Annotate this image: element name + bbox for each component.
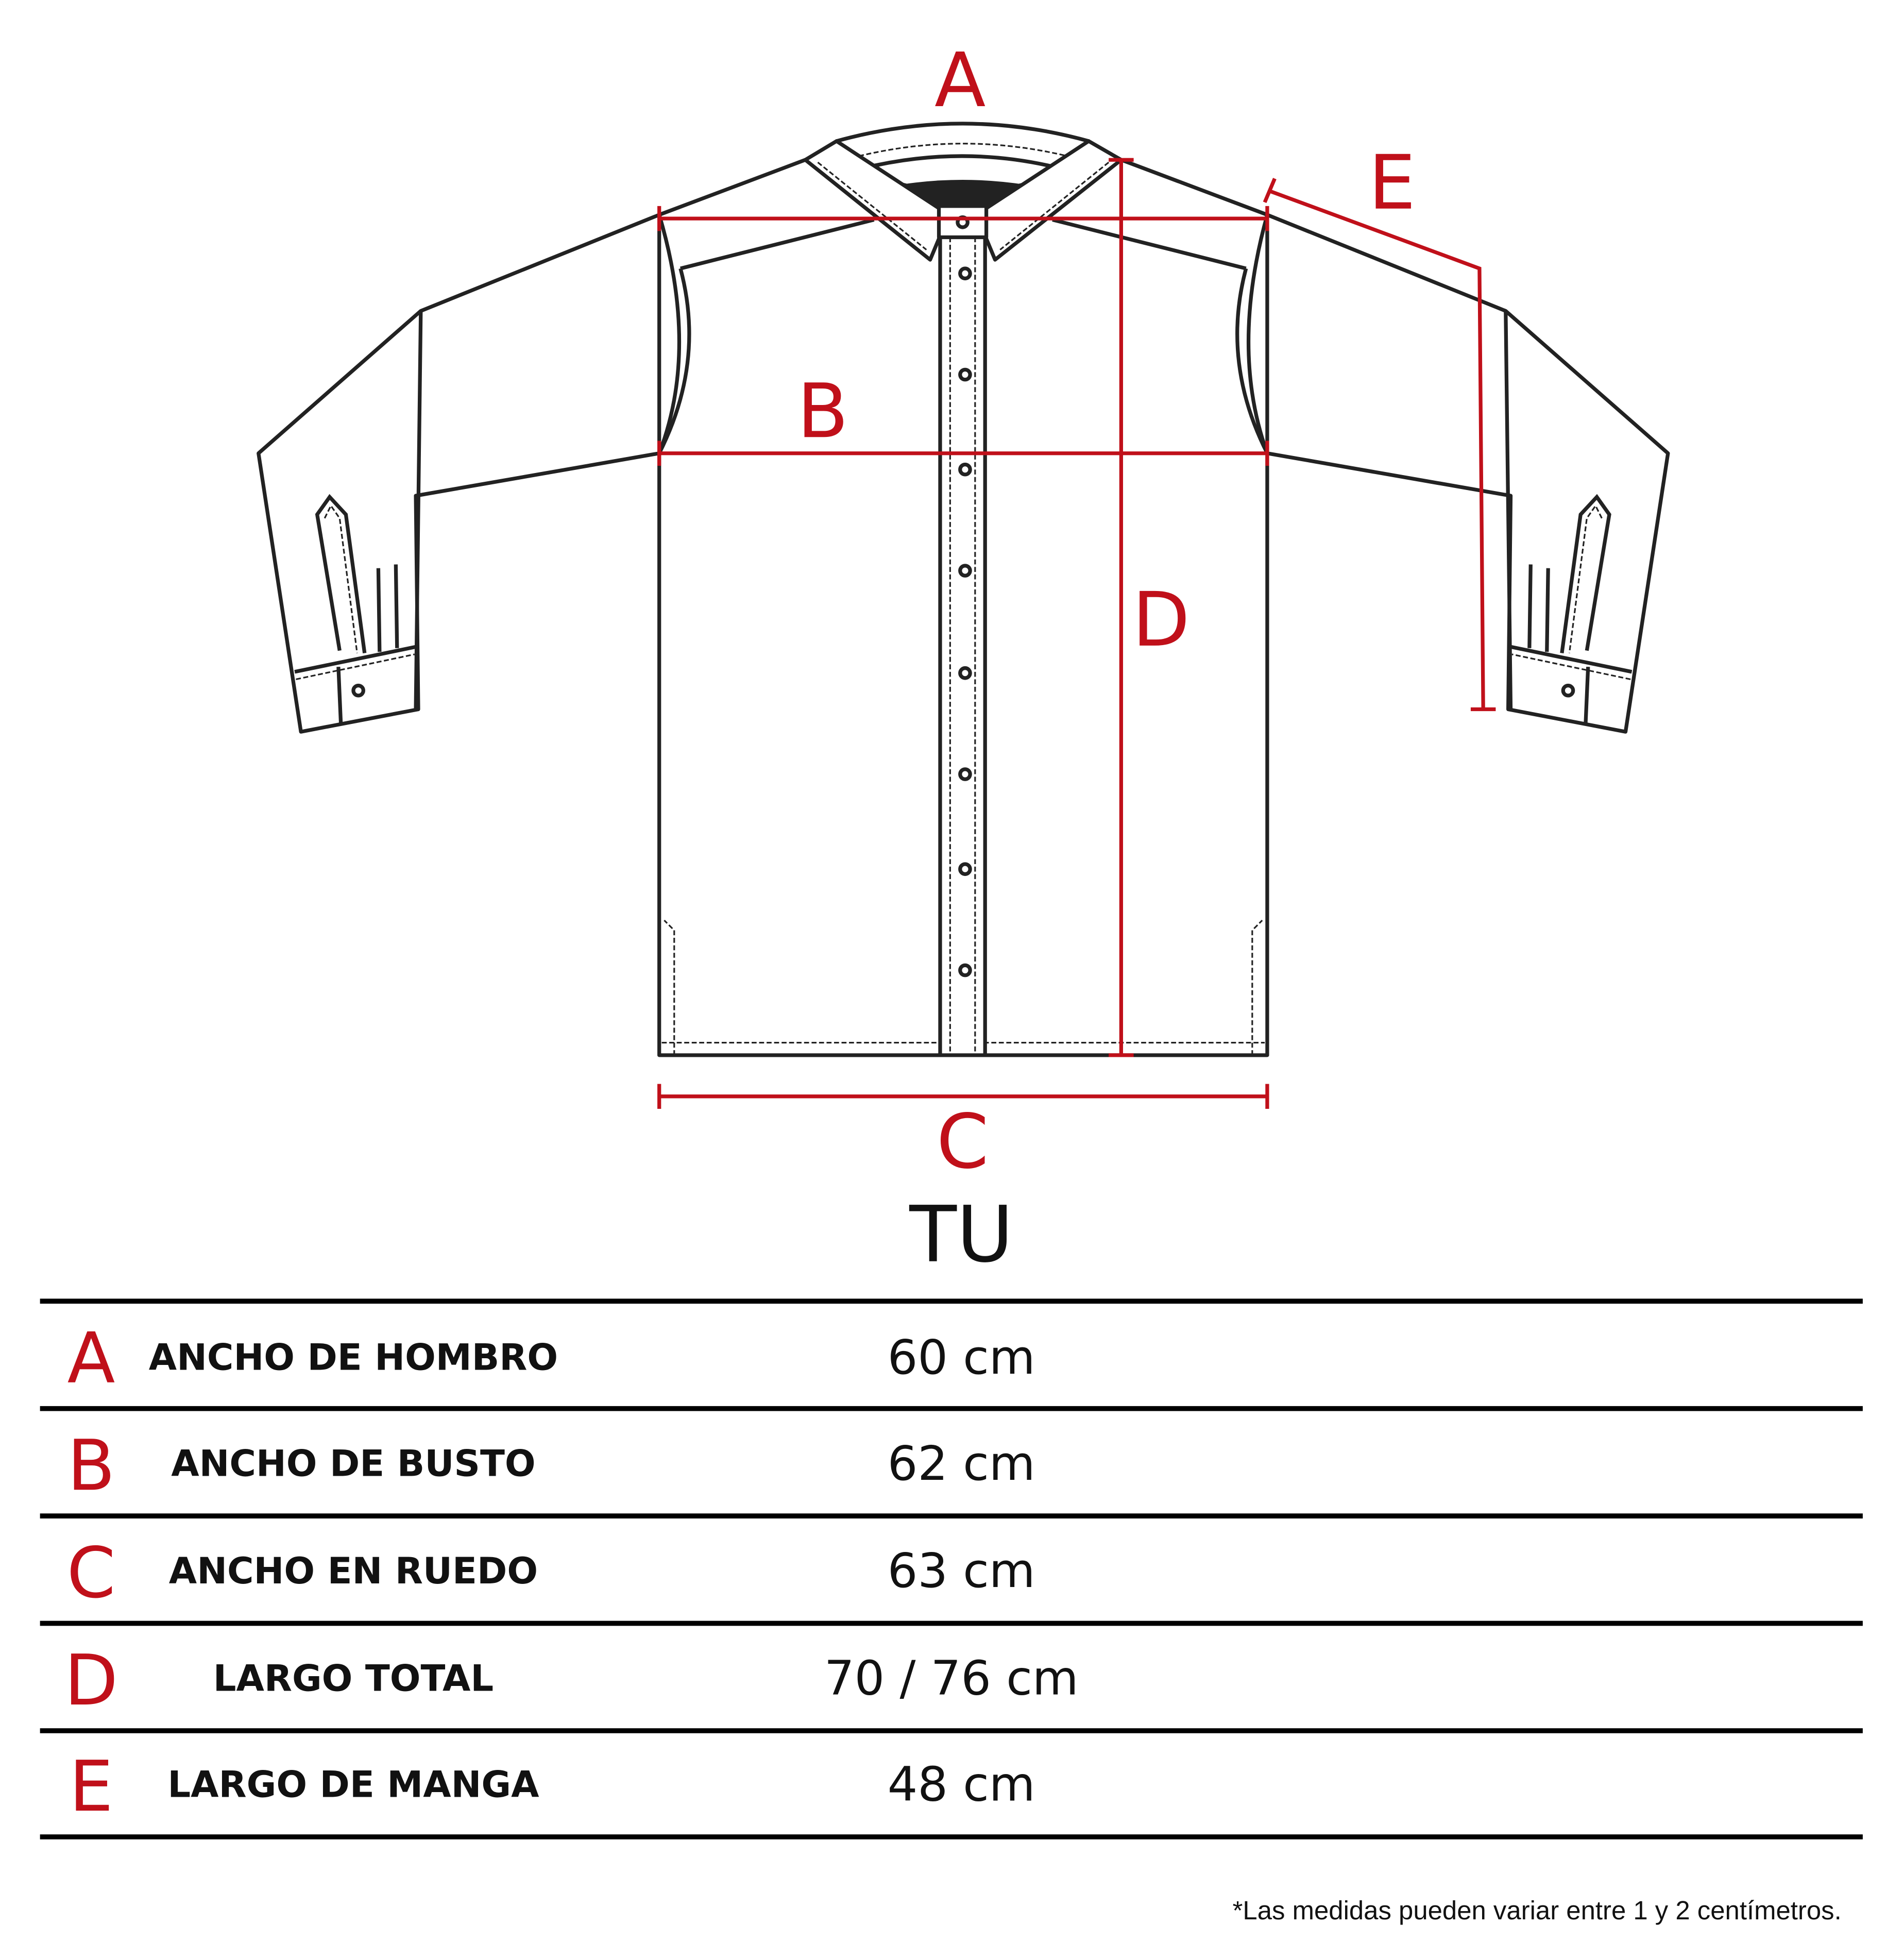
shirt-illustration [257,122,1670,1057]
row-label: ANCHO DE HOMBRO [149,1337,558,1379]
row-value: 70 / 76 cm [824,1651,1078,1706]
row-label: LARGO TOTAL [213,1657,494,1699]
button-placket [938,229,987,1057]
row-letter: B [67,1425,115,1507]
size-title: TU [909,1190,1013,1280]
label-e: E [1368,140,1416,227]
table-row: E LARGO DE MANGA 48 cm [69,1746,1035,1828]
row-letter: A [67,1318,115,1399]
label-b: B [797,368,848,455]
measure-c-line [657,1084,1269,1109]
row-value: 60 cm [888,1330,1035,1385]
label-a: A [934,37,985,124]
table-row: A ANCHO DE HOMBRO 60 cm [67,1318,1035,1399]
measure-d-line [1109,158,1134,1057]
row-label: ANCHO EN RUEDO [169,1550,538,1592]
label-d: D [1132,577,1190,664]
measurement-lines [657,158,1496,1109]
collar-back [835,122,1091,171]
left-sleeve [257,213,661,734]
right-sleeve [1265,213,1670,734]
row-label: LARGO DE MANGA [167,1763,539,1805]
row-letter: D [64,1640,118,1721]
measure-e-line [1263,178,1496,712]
measure-b-line [657,441,1269,466]
table-row: D LARGO TOTAL 70 / 76 cm [64,1640,1079,1721]
measure-a-line [657,206,1269,231]
row-value: 62 cm [888,1436,1035,1491]
row-letter: C [67,1533,116,1614]
measurements-table: A ANCHO DE HOMBRO 60 cm B ANCHO DE BUSTO… [40,1298,1863,1839]
table-row: C ANCHO EN RUEDO 63 cm [67,1533,1035,1614]
label-c: C [937,1099,989,1186]
row-value: 48 cm [888,1757,1035,1812]
footnote: *Las medidas pueden variar entre 1 y 2 c… [1233,1896,1842,1925]
row-value: 63 cm [888,1543,1035,1598]
table-row: B ANCHO DE BUSTO 62 cm [67,1425,1035,1507]
buttons [958,266,972,977]
row-letter: E [69,1746,113,1828]
row-label: ANCHO DE BUSTO [171,1443,535,1485]
